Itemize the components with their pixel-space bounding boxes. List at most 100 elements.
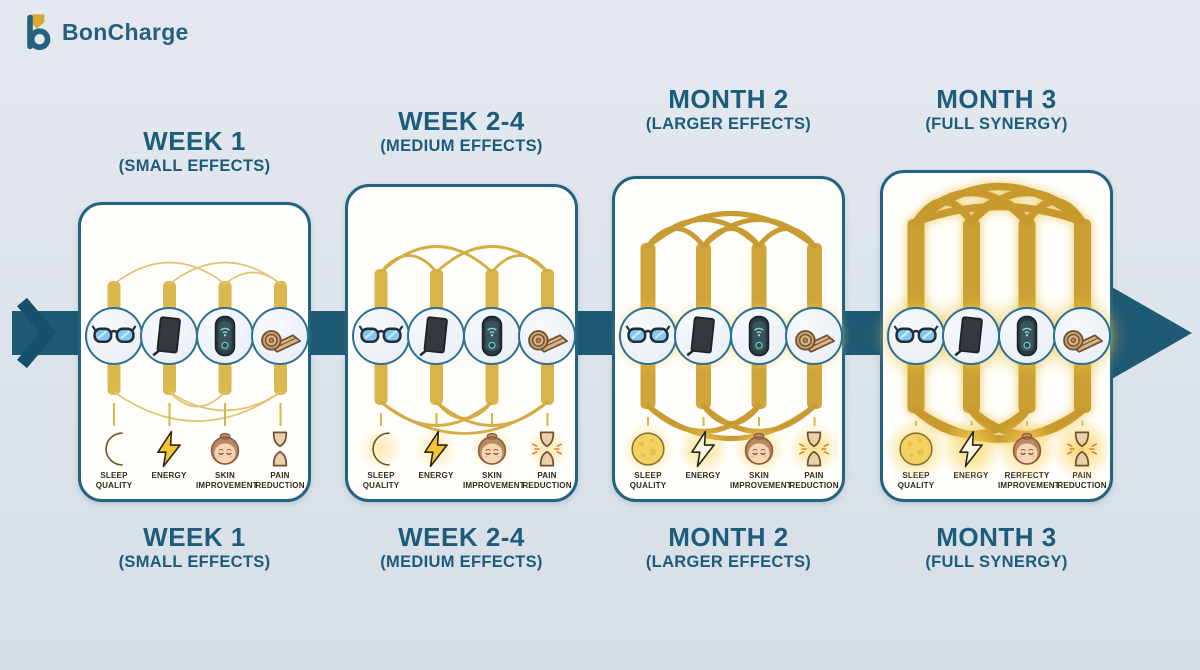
stage-header: MONTH 2 (LARGER EFFECTS) bbox=[598, 84, 859, 134]
stage-subtitle: (LARGER EFFECTS) bbox=[645, 115, 812, 133]
joint-icon bbox=[1063, 430, 1101, 468]
moon-icon bbox=[629, 430, 667, 468]
stage-subtitle: (SMALL EFFECTS) bbox=[118, 157, 271, 175]
stage-subtitle: (FULL SYNERGY) bbox=[925, 115, 1068, 133]
stage-header: WEEK 1 (SMALL EFFECTS) bbox=[64, 126, 325, 176]
face-icon bbox=[1008, 430, 1046, 468]
sauna-blanket-icon bbox=[1059, 313, 1105, 359]
sauna-blanket-icon bbox=[524, 313, 570, 359]
stage-week-2-4: WEEK 2-4 (MEDIUM EFFECTS) bbox=[345, 0, 578, 670]
stage-month-3: MONTH 3 (FULL SYNERGY) bbox=[880, 0, 1113, 670]
face-icon bbox=[740, 430, 778, 468]
product-sauna-blanket bbox=[251, 307, 309, 365]
benefit-energy: ENERGY bbox=[407, 427, 465, 481]
lightning-bolt-icon bbox=[684, 430, 722, 468]
wellness-device-icon bbox=[736, 313, 782, 359]
product-blue-light-glasses bbox=[352, 307, 410, 365]
product-sauna-blanket bbox=[1053, 307, 1111, 365]
face-icon bbox=[473, 430, 511, 468]
face-icon bbox=[206, 430, 244, 468]
joint-icon bbox=[528, 430, 566, 468]
stage-footer: MONTH 2 (LARGER EFFECTS) bbox=[598, 522, 859, 572]
lightning-bolt-icon bbox=[150, 430, 188, 468]
stage-title: WEEK 1 bbox=[143, 126, 246, 156]
synergy-connections bbox=[640, 211, 822, 441]
stage-header: MONTH 3 (FULL SYNERGY) bbox=[866, 84, 1127, 134]
product-wellness-device bbox=[463, 307, 521, 365]
benefit-energy: ENERGY bbox=[674, 423, 732, 481]
benefit-energy: ENERGY bbox=[940, 418, 1002, 481]
sauna-blanket-icon bbox=[791, 313, 837, 359]
brand-mark-icon bbox=[27, 14, 51, 50]
product-blue-light-glasses bbox=[619, 307, 677, 365]
stage-month-2: MONTH 2 (LARGER EFFECTS) bbox=[612, 0, 845, 670]
product-row bbox=[81, 307, 314, 365]
moon-icon bbox=[95, 430, 133, 468]
stage-subtitle: (MEDIUM EFFECTS) bbox=[380, 137, 543, 155]
red-light-panel-icon bbox=[413, 313, 459, 359]
product-sauna-blanket bbox=[518, 307, 576, 365]
product-row bbox=[615, 307, 848, 365]
stage-footer: WEEK 1 (SMALL EFFECTS) bbox=[64, 522, 325, 572]
lightning-bolt-icon bbox=[417, 430, 455, 468]
stage-footer-subtitle: (SMALL EFFECTS) bbox=[118, 553, 271, 571]
stage-week-1: WEEK 1 (SMALL EFFECTS) bbox=[78, 0, 311, 670]
lightning-bolt-icon bbox=[952, 430, 990, 468]
product-red-light-therapy-panel bbox=[942, 307, 1000, 365]
blue-light-glasses-icon bbox=[358, 313, 404, 359]
brand-logo: BonCharge bbox=[22, 12, 189, 52]
moon-icon bbox=[362, 430, 400, 468]
product-blue-light-glasses bbox=[887, 307, 945, 365]
wellness-device-icon bbox=[1004, 313, 1050, 359]
stage-footer-subtitle: (FULL SYNERGY) bbox=[925, 553, 1068, 571]
benefit-energy: ENERGY bbox=[140, 430, 198, 481]
product-wellness-device bbox=[730, 307, 788, 365]
wellness-device-icon bbox=[469, 313, 515, 359]
benefit-label: ENERGY bbox=[151, 471, 187, 480]
product-wellness-device bbox=[196, 307, 254, 365]
product-red-light-therapy-panel bbox=[407, 307, 465, 365]
stage-footer-subtitle: (LARGER EFFECTS) bbox=[645, 553, 812, 571]
product-sauna-blanket bbox=[785, 307, 843, 365]
benefit-label: ENERGY bbox=[418, 471, 454, 480]
stage-header: WEEK 2-4 (MEDIUM EFFECTS) bbox=[331, 106, 592, 156]
stage-title: WEEK 2-4 bbox=[398, 106, 525, 136]
benefit-label: ENERGY bbox=[685, 471, 721, 480]
wellness-device-icon bbox=[202, 313, 248, 359]
blue-light-glasses-icon bbox=[91, 313, 137, 359]
blue-light-glasses-icon bbox=[893, 313, 939, 359]
product-red-light-therapy-panel bbox=[140, 307, 198, 365]
red-light-panel-icon bbox=[680, 313, 726, 359]
product-wellness-device bbox=[998, 307, 1056, 365]
stage-title: MONTH 2 bbox=[668, 84, 789, 114]
benefit-skin-improvement: RERFECTYIMPROVEMENT bbox=[996, 418, 1060, 490]
stage-footer-title: WEEK 1 bbox=[143, 522, 246, 552]
product-red-light-therapy-panel bbox=[674, 307, 732, 365]
stage-footer-title: MONTH 2 bbox=[668, 522, 789, 552]
stage-footer-title: MONTH 3 bbox=[936, 522, 1057, 552]
